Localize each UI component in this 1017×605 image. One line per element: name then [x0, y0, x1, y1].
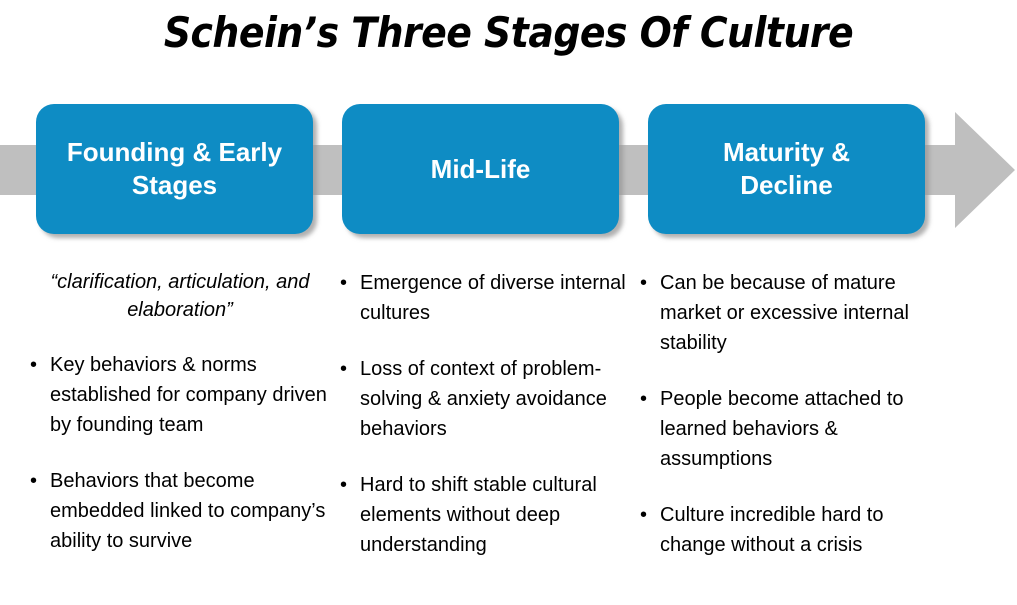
- bullet-icon: •: [340, 272, 348, 294]
- bullet-icon: •: [640, 504, 648, 526]
- list-item-text: People become attached to learned behavi…: [660, 388, 904, 470]
- list-item: • Emergence of diverse internal cultures: [340, 268, 640, 328]
- list-item: • Key behaviors & norms established for …: [30, 350, 330, 440]
- stage-box-maturity-decline[interactable]: Maturity & Decline: [648, 104, 925, 234]
- stage-box-label: Maturity & Decline: [722, 137, 851, 200]
- list-item-text: Loss of context of problem-solving & anx…: [360, 358, 607, 440]
- stage-box-label: Founding & Early Stages: [66, 137, 283, 200]
- list-item-text: Key behaviors & norms established for co…: [50, 354, 327, 436]
- list-item-text: Behaviors that become embedded linked to…: [50, 470, 326, 552]
- detail-column-maturity-decline: • Can be because of mature market or exc…: [640, 268, 945, 586]
- stage-box-founding-early-stages[interactable]: Founding & Early Stages: [36, 104, 313, 234]
- list-item-text: Hard to shift stable cultural elements w…: [360, 474, 597, 556]
- bullet-icon: •: [640, 272, 648, 294]
- bullet-icon: •: [30, 470, 38, 492]
- list-item: • Loss of context of problem-solving & a…: [340, 354, 640, 444]
- list-item: • Can be because of mature market or exc…: [640, 268, 945, 358]
- list-item: • Behaviors that become embedded linked …: [30, 466, 330, 556]
- list-item: • Hard to shift stable cultural elements…: [340, 470, 640, 560]
- bullet-icon: •: [340, 474, 348, 496]
- bullet-icon: •: [340, 358, 348, 380]
- list-item: • Culture incredible hard to change with…: [640, 500, 945, 560]
- stage-box-mid-life[interactable]: Mid-Life: [342, 104, 619, 234]
- bullet-icon: •: [640, 388, 648, 410]
- list-item: • People become attached to learned beha…: [640, 384, 945, 474]
- detail-column-founding-early-stages: “clarification, articulation, and elabor…: [30, 268, 330, 582]
- list-item-text: Culture incredible hard to change withou…: [660, 504, 884, 556]
- page-title: Schein’s Three Stages Of Culture: [163, 8, 854, 57]
- stage-box-label: Mid-Life: [430, 153, 531, 184]
- detail-column-mid-life: • Emergence of diverse internal cultures…: [340, 268, 640, 586]
- list-item-text: Emergence of diverse internal cultures: [360, 272, 626, 324]
- stage-quote: “clarification, articulation, and elabor…: [50, 271, 310, 321]
- list-item-text: Can be because of mature market or exces…: [660, 272, 909, 354]
- bullet-icon: •: [30, 354, 38, 376]
